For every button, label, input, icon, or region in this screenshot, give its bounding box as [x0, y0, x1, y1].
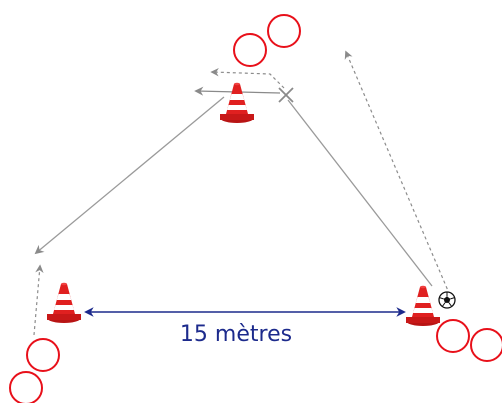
player-circles — [9, 14, 502, 403]
distance-label: 15 mètres — [180, 322, 292, 347]
player-circle-icon — [436, 319, 470, 353]
player-circle-icon — [267, 14, 301, 48]
run-line-left-to-top — [34, 96, 225, 255]
x-mark-icon — [278, 87, 294, 103]
player-circle-icon — [9, 371, 43, 403]
soccer-ball-icon — [438, 291, 456, 309]
dashed-run-top — [210, 68, 285, 89]
dashed-run-right — [344, 50, 453, 301]
run-line-right-to-top — [287, 99, 433, 287]
player-circle-icon — [470, 328, 502, 362]
player-circle-icon — [26, 338, 60, 372]
dashed-paths — [33, 50, 453, 336]
player-circle-icon — [233, 33, 267, 67]
